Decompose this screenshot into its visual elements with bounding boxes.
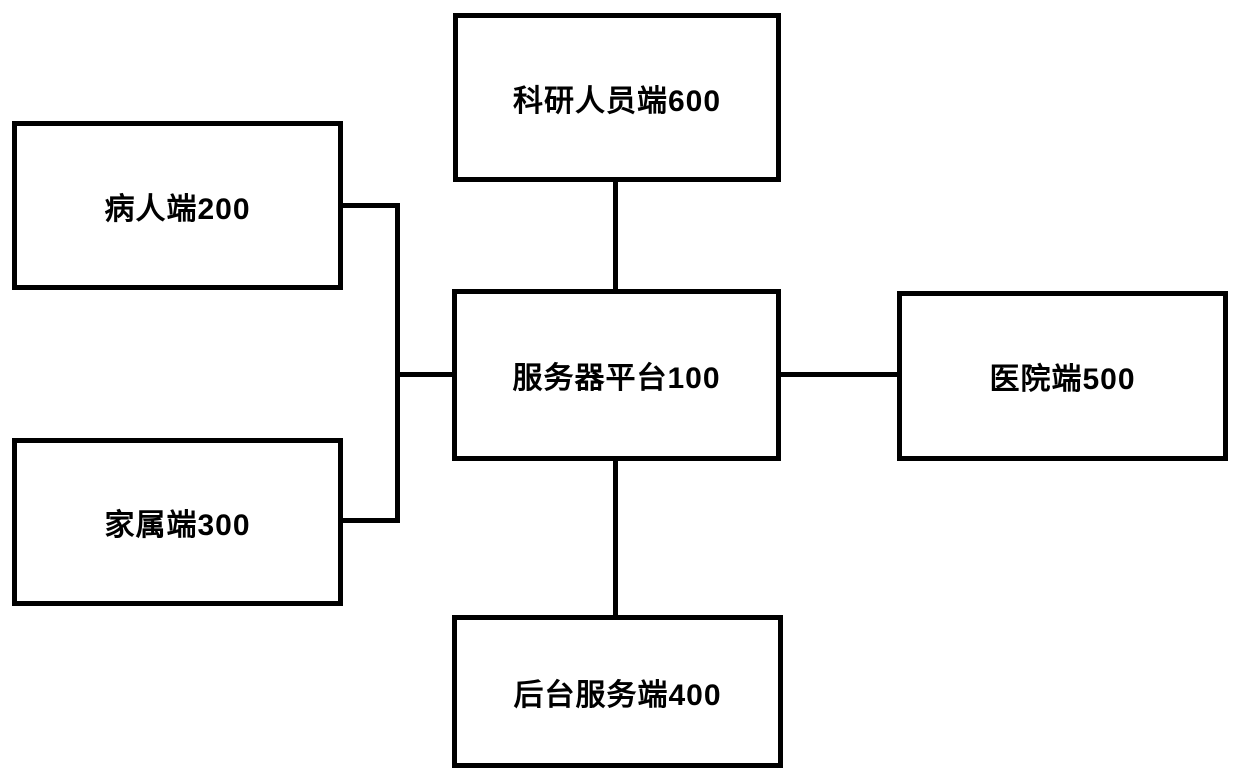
node-family-terminal-300: 家属端300 [12, 438, 343, 606]
node-server-platform-100: 服务器平台100 [452, 289, 781, 461]
node-label: 科研人员端600 [512, 84, 722, 118]
node-hospital-terminal-500: 医院端500 [897, 291, 1228, 461]
node-label: 病人端200 [104, 192, 251, 226]
node-research-personnel-terminal-600: 科研人员端600 [453, 13, 781, 182]
edge-research-to-server [613, 180, 618, 291]
edge-server-to-hospital [779, 372, 899, 377]
node-patient-terminal-200: 病人端200 [12, 121, 343, 290]
edge-server-to-backend [613, 459, 618, 617]
bracket-vertical-line [395, 203, 400, 523]
node-label: 服务器平台100 [512, 362, 721, 395]
node-label: 后台服务端400 [513, 678, 722, 712]
node-label: 医院端500 [989, 363, 1136, 396]
edge-patient-to-bracket [341, 203, 399, 208]
node-backend-server-terminal-400: 后台服务端400 [452, 615, 783, 768]
node-label: 家属端300 [104, 509, 251, 542]
edge-family-to-bracket [341, 518, 399, 523]
edge-bracket-to-server [395, 372, 454, 377]
